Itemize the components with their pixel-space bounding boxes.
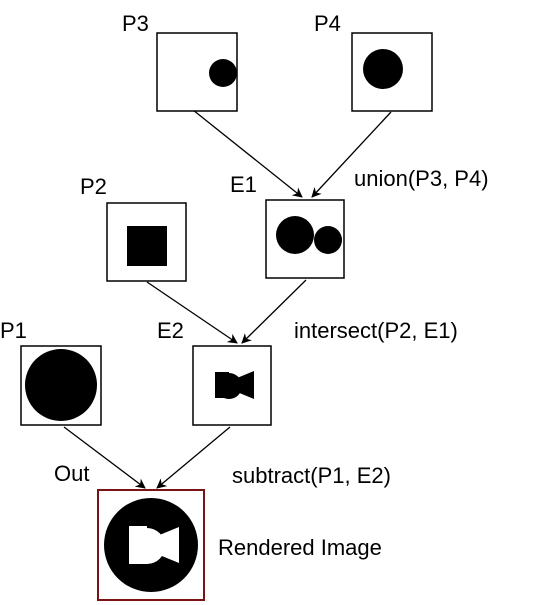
- node-p1: P1: [0, 318, 102, 426]
- node-out: Out subtract(P1, E2) Rendered Image: [54, 461, 391, 601]
- edge-e1-to-e2: [241, 279, 307, 344]
- edge-p2-to-e2: [146, 281, 238, 344]
- edge-p4-to-e1: [311, 111, 392, 198]
- subtracted-circle-icon: [104, 498, 198, 592]
- node-e2: E2 intersect(P2, E1): [157, 318, 458, 426]
- edge-p1-to-out: [63, 426, 146, 489]
- intersection-shape-icon: [215, 371, 254, 399]
- node-out-operation: subtract(P1, E2): [232, 463, 391, 488]
- node-p3-label: P3: [122, 11, 149, 36]
- rendered-image-caption: Rendered Image: [218, 535, 382, 560]
- two-circles-union-icon: [276, 216, 342, 254]
- edge-p3-to-e1: [192, 109, 303, 198]
- node-p3: P3: [122, 11, 238, 112]
- large-circle-icon: [25, 349, 97, 421]
- node-p1-label: P1: [0, 318, 27, 343]
- node-e1-label: E1: [230, 172, 257, 197]
- small-circle-icon: [209, 59, 237, 87]
- node-e2-label: E2: [157, 318, 184, 343]
- node-e1-operation: union(P3, P4): [354, 166, 489, 191]
- node-p2-label: P2: [80, 174, 107, 199]
- node-p4: P4: [314, 11, 433, 112]
- node-e1: E1 union(P3, P4): [230, 166, 489, 279]
- node-e2-operation: intersect(P2, E1): [294, 318, 458, 343]
- circle-icon: [363, 49, 403, 89]
- node-p2: P2: [80, 174, 187, 282]
- edges: [63, 109, 392, 489]
- node-out-label: Out: [54, 461, 89, 486]
- square-icon: [127, 226, 167, 266]
- node-p4-label: P4: [314, 11, 341, 36]
- edge-e2-to-out: [156, 426, 231, 489]
